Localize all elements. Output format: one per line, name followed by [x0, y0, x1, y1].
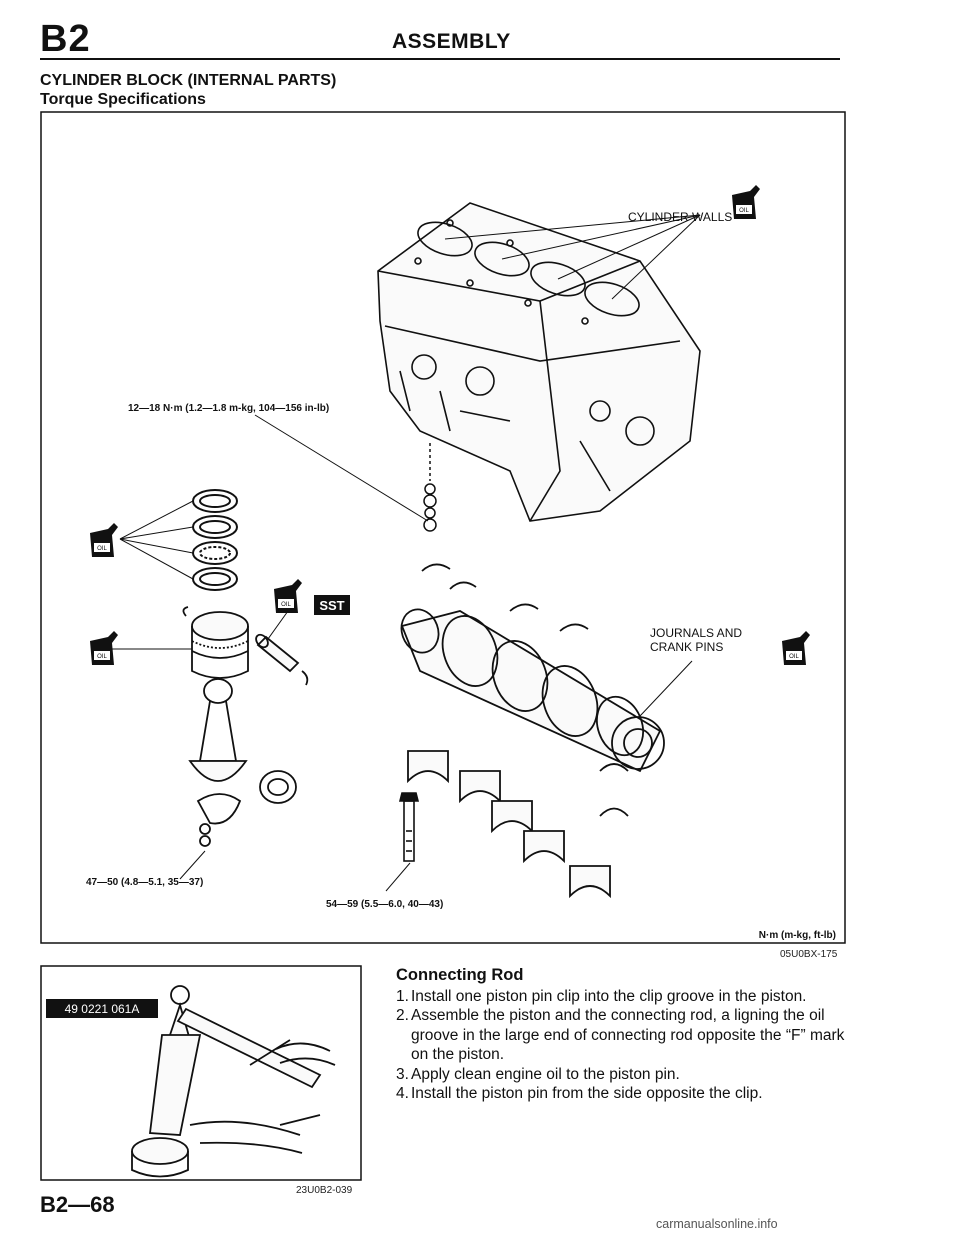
- piston-pin-illustration: [255, 633, 309, 686]
- oil-can-icon: OIL: [274, 579, 302, 613]
- oil-can-icon: OIL: [732, 185, 760, 219]
- svg-text:OIL: OIL: [97, 654, 107, 660]
- section-code: B2: [40, 18, 91, 60]
- oil-can-icon: OIL: [90, 631, 118, 665]
- piston-rings-illustration: [192, 489, 238, 591]
- page-number: B2—68: [40, 1192, 115, 1217]
- small-figure-code: 23U0B2-039: [296, 1185, 353, 1196]
- oil-can-icon: OIL: [90, 523, 118, 557]
- section-title: CYLINDER BLOCK (INTERNAL PARTS): [40, 72, 337, 89]
- step-number: 3.: [396, 1065, 409, 1083]
- page-header-title: ASSEMBLY: [392, 30, 511, 53]
- bearing-cap-torque-label: 12—18 N·m (1.2—1.8 m-kg, 104—156 in-lb): [128, 403, 329, 414]
- units-label: N·m (m-kg, ft-lb): [759, 930, 836, 941]
- watermark: carmanualsonline.info: [656, 1217, 778, 1231]
- piston-illustration: [182, 606, 249, 679]
- cylinder-walls-label: CYLINDER WALLS: [628, 210, 732, 224]
- step-number: 2.: [396, 1007, 409, 1024]
- instruction-step: 1. Install one piston pin clip into the …: [396, 987, 848, 1007]
- svg-text:OIL: OIL: [97, 546, 107, 552]
- cylinder-walls-leaders: [444, 214, 701, 300]
- connecting-rod-instructions: Connecting Rod 1. Install one piston pin…: [396, 966, 848, 1104]
- figure-frame: [40, 111, 846, 944]
- special-tool-badge: 49 0221 061A: [46, 999, 158, 1018]
- main-bearing-caps-illustration: [407, 750, 629, 899]
- piston-pin-leader: [267, 610, 289, 640]
- sst-badge: SST: [314, 595, 350, 615]
- step-number: 4.: [396, 1085, 409, 1102]
- piston-rings-leaders: [119, 500, 194, 580]
- rod-cap-torque-leader: [179, 850, 206, 880]
- step-text: Install one piston pin clip into the cli…: [411, 987, 807, 1005]
- journals-label-line2: CRANK PINS: [650, 640, 723, 654]
- step-text: Assemble the piston and the connecting r…: [411, 1007, 845, 1063]
- journals-label-line1: JOURNALS AND: [650, 626, 742, 640]
- step-text: Apply clean engine oil to the piston pin…: [411, 1065, 680, 1083]
- journals-leader: [639, 660, 693, 717]
- svg-text:OIL: OIL: [789, 654, 799, 660]
- section-subtitle: Torque Specifications: [40, 91, 206, 108]
- header-divider: [40, 58, 840, 60]
- rod-cap-torque-label: 47—50 (4.8—5.1, 35—37): [86, 877, 203, 888]
- instruction-step: 2. Assemble the piston and the connectin…: [396, 1006, 848, 1065]
- svg-text:OIL: OIL: [281, 602, 291, 608]
- piston-pin-install-figure: 49 0221 061A: [40, 965, 362, 1181]
- main-cap-torque-label: 54—59 (5.5—6.0, 40—43): [326, 899, 443, 910]
- hammer-and-tool-illustration: [131, 985, 336, 1178]
- bearing-cap-torque-leader: [254, 414, 429, 522]
- svg-text:49 0221 061A: 49 0221 061A: [65, 1002, 140, 1016]
- connecting-rod-illustration: [188, 678, 297, 847]
- oil-can-icon: OIL: [782, 631, 810, 665]
- main-cap-bolt-illustration: [398, 792, 420, 862]
- step-text: Install the piston pin from the side opp…: [411, 1085, 763, 1102]
- connecting-rod-heading: Connecting Rod: [396, 966, 524, 984]
- instruction-step: 4. Install the piston pin from the side …: [396, 1084, 848, 1104]
- instruction-step: 3. Apply clean engine oil to the piston …: [396, 1065, 848, 1085]
- svg-text:SST: SST: [319, 598, 344, 613]
- crankshaft-illustration: [400, 563, 665, 773]
- bearing-cap-bolt-illustration: [423, 443, 437, 532]
- cylinder-block-exploded-figure: OIL OIL OIL OIL: [40, 111, 846, 944]
- main-cap-torque-leader: [385, 862, 411, 892]
- svg-text:OIL: OIL: [739, 208, 749, 214]
- main-figure-code: 05U0BX-175: [780, 949, 838, 960]
- small-figure-frame: [40, 965, 362, 1181]
- cylinder-block-illustration: [377, 202, 701, 522]
- step-number: 1.: [396, 987, 409, 1005]
